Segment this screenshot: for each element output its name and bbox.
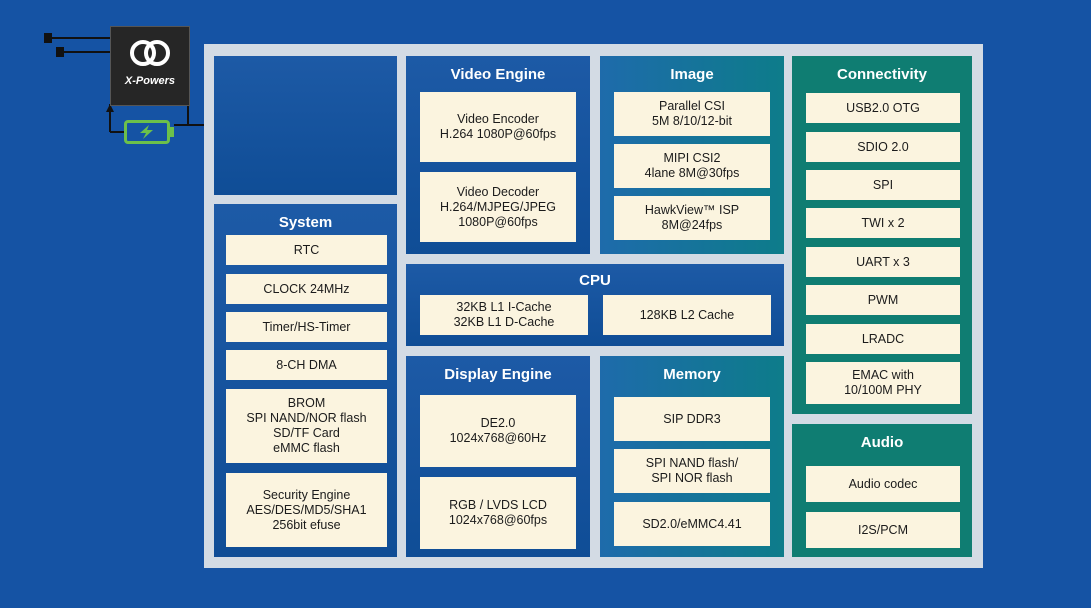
sip-ddr3: SIP DDR3 xyxy=(614,397,770,441)
video-engine-title: Video Engine xyxy=(450,66,546,83)
audio-codec: Audio codec xyxy=(806,466,960,502)
cpu-title: CPU xyxy=(579,272,611,289)
mipi-csi2: MIPI CSI2 4lane 8M@30fps xyxy=(614,144,770,188)
uart: UART x 3 xyxy=(806,247,960,277)
rgb-lvds-lcd: RGB / LVDS LCD 1024x768@60fps xyxy=(420,477,576,549)
twi: TWI x 2 xyxy=(806,208,960,238)
lradc: LRADC xyxy=(806,324,960,354)
video-engine-block: Video Engine Video Encoder H.264 1080P@6… xyxy=(406,56,590,254)
pwm: PWM xyxy=(806,285,960,315)
timer: Timer/HS-Timer xyxy=(226,312,387,342)
image-block: Image Parallel CSI 5M 8/10/12-bit MIPI C… xyxy=(600,56,784,254)
pmic-chip: X-Powers xyxy=(110,26,190,106)
memory-block: Memory SIP DDR3 SPI NAND flash/ SPI NOR … xyxy=(600,356,784,557)
sd-emmc: SD2.0/eMMC4.41 xyxy=(614,502,770,546)
dma: 8-CH DMA xyxy=(226,350,387,380)
spi: SPI xyxy=(806,170,960,200)
connectivity-title: Connectivity xyxy=(836,66,927,83)
audio-block: Audio Audio codec I2S/PCM xyxy=(792,424,972,557)
pmic-brand: X-Powers xyxy=(124,75,176,87)
connectivity-block: Connectivity USB2.0 OTG SDIO 2.0 SPI TWI… xyxy=(792,56,972,414)
usb-otg: USB2.0 OTG xyxy=(806,93,960,123)
audio-title: Audio xyxy=(860,434,904,451)
lightning-icon xyxy=(140,125,153,139)
hawkview-isp: HawkView™ ISP 8M@24fps xyxy=(614,196,770,240)
display-engine-block: Display Engine DE2.0 1024x768@60Hz RGB /… xyxy=(406,356,590,557)
rtc: RTC xyxy=(226,235,387,265)
video-encoder: Video Encoder H.264 1080P@60fps xyxy=(420,92,576,162)
l1-cache: 32KB L1 I-Cache 32KB L1 D-Cache xyxy=(420,295,588,335)
core-block xyxy=(214,56,397,195)
sdio: SDIO 2.0 xyxy=(806,132,960,162)
l2-cache: 128KB L2 Cache xyxy=(603,295,771,335)
emac: EMAC with 10/100M PHY xyxy=(806,362,960,404)
i2s-pcm: I2S/PCM xyxy=(806,512,960,548)
brom: BROM SPI NAND/NOR flash SD/TF Card eMMC … xyxy=(226,389,387,463)
soc-board: Video Engine Video Encoder H.264 1080P@6… xyxy=(204,44,983,568)
parallel-csi: Parallel CSI 5M 8/10/12-bit xyxy=(614,92,770,136)
cpu-block: CPU 32KB L1 I-Cache 32KB L1 D-Cache 128K… xyxy=(406,264,784,346)
security-engine: Security Engine AES/DES/MD5/SHA1 256bit … xyxy=(226,473,387,547)
image-title: Image xyxy=(670,66,714,83)
video-decoder: Video Decoder H.264/MJPEG/JPEG 1080P@60f… xyxy=(420,172,576,242)
battery-icon xyxy=(124,120,170,144)
system-title: System xyxy=(278,214,333,231)
de2: DE2.0 1024x768@60Hz xyxy=(420,395,576,467)
spi-flash: SPI NAND flash/ SPI NOR flash xyxy=(614,449,770,493)
system-block: System RTC CLOCK 24MHz Timer/HS-Timer 8-… xyxy=(214,204,397,557)
clock: CLOCK 24MHz xyxy=(226,274,387,304)
battery-tip xyxy=(170,127,174,137)
display-engine-title: Display Engine xyxy=(444,366,552,383)
x-powers-logo-icon xyxy=(130,40,170,66)
memory-title: Memory xyxy=(663,366,721,383)
